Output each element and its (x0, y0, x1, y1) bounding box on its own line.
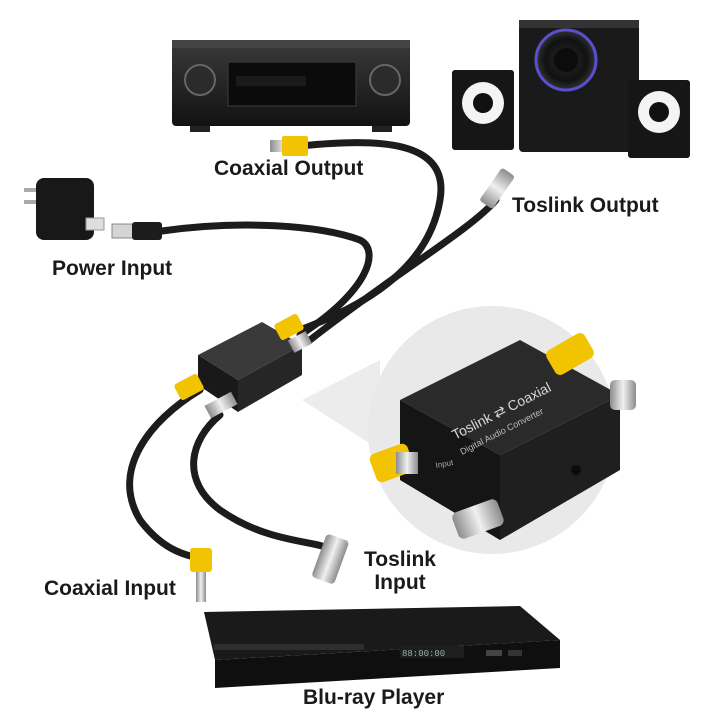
converter-box (174, 314, 313, 419)
label-bluray-player: Blu-ray Player (303, 686, 445, 709)
usb-power-adapter (24, 178, 162, 240)
label-toslink-input-line2: Input (374, 571, 426, 595)
av-receiver (172, 40, 410, 132)
toslink-input-connector (312, 534, 349, 584)
player-display-text: 88:00:00 (402, 649, 445, 659)
cables (126, 139, 500, 564)
label-coaxial-output: Coaxial Output (214, 157, 364, 180)
speaker-system (452, 20, 690, 158)
zoom-callout (302, 306, 636, 554)
toslink-output-connector (480, 168, 514, 209)
label-toslink-input: Toslink Input (350, 548, 450, 594)
coaxial-output-connector (270, 136, 308, 156)
converter-port-text: Input (435, 458, 455, 470)
label-toslink-output: Toslink Output (512, 194, 659, 217)
coaxial-input-connector (190, 548, 212, 602)
label-coaxial-input: Coaxial Input (44, 577, 176, 600)
label-toslink-input-line1: Toslink (364, 548, 436, 571)
bluray-player (204, 606, 560, 688)
label-power-input: Power Input (52, 257, 173, 280)
